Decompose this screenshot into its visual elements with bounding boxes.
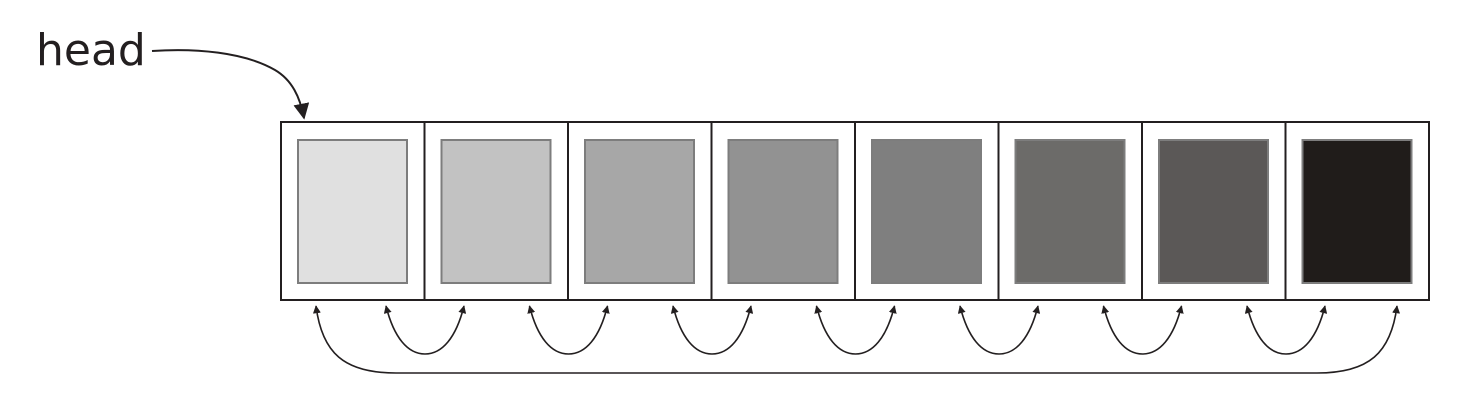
link-arrow [527,305,610,355]
head-pointer-arrow [151,49,310,120]
node-data-block [1158,139,1269,284]
list-node [1284,121,1430,301]
link-arrow [383,305,467,355]
node-list [280,121,1430,301]
head-label: head [36,25,146,76]
link-arrow [814,305,897,355]
list-node [710,121,856,301]
link-arrow [1101,305,1184,355]
link-arrow [1244,305,1328,355]
list-node [280,121,426,301]
node-data-block [297,139,408,284]
node-data-block [1301,139,1413,284]
list-node [423,121,569,301]
list-node [997,121,1143,301]
list-node [1141,121,1287,301]
link-arrow [670,305,754,355]
node-data-block [1014,139,1126,284]
node-data-block [440,139,552,284]
link-arrows [312,305,1401,374]
node-data-block [727,139,839,284]
list-node [854,121,1000,301]
link-arrow [957,305,1041,355]
node-data-block [871,139,982,284]
node-data-block [584,139,695,284]
wraparound-link-arrow [312,305,1401,374]
list-node [567,121,713,301]
